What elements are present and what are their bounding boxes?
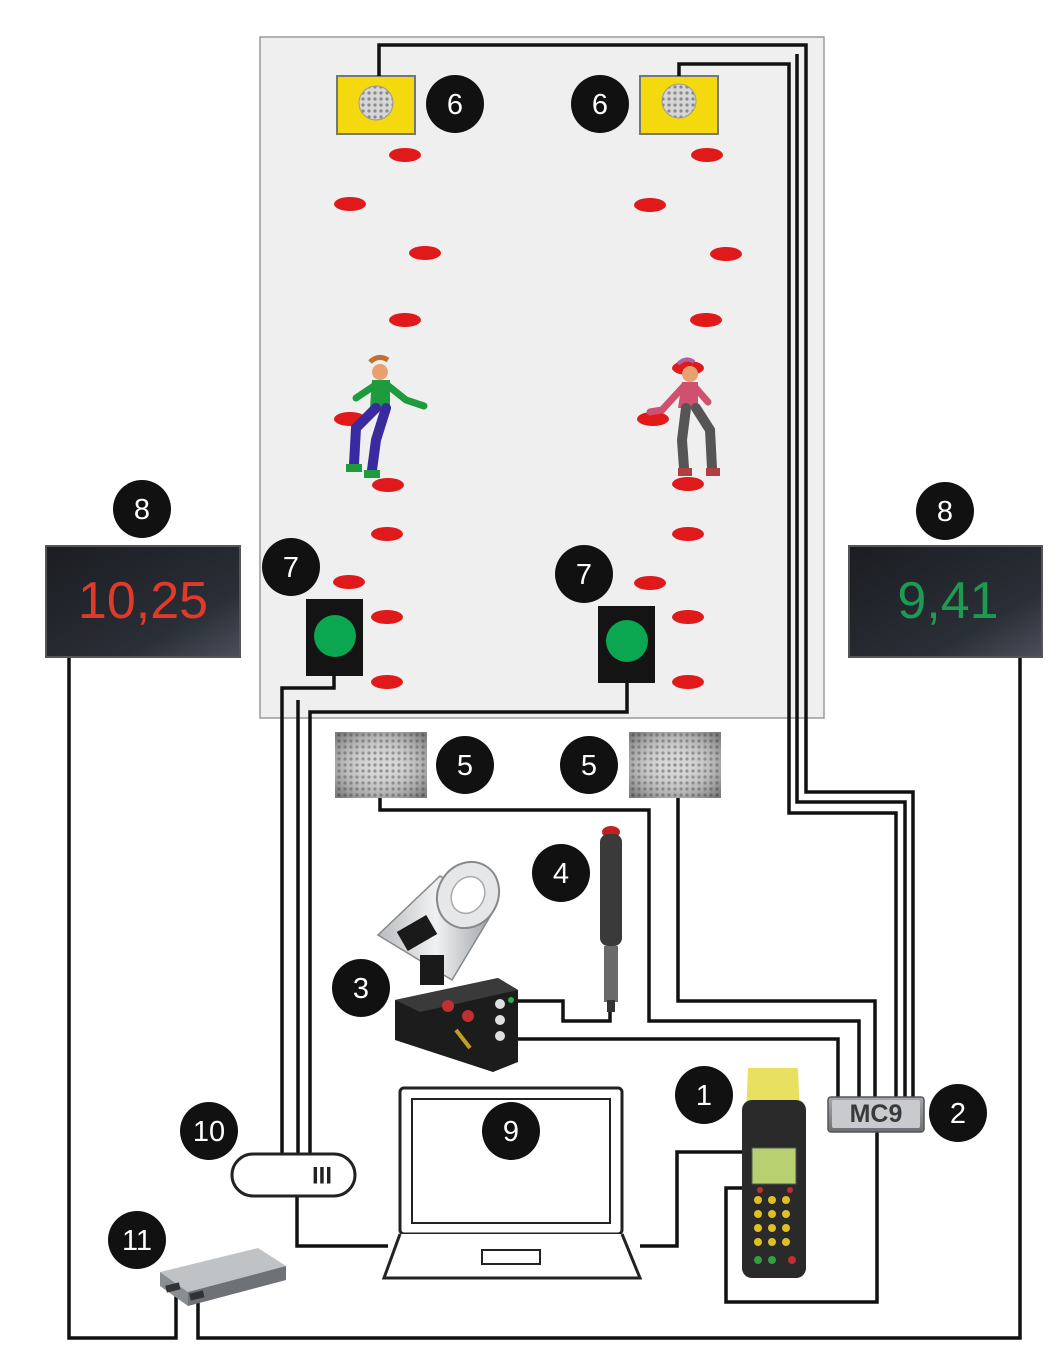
marker-disc-icon <box>371 675 403 689</box>
badge-9: 9 <box>482 1102 540 1160</box>
usb-adapter-icon: III <box>230 1152 357 1198</box>
svg-text:11: 11 <box>122 1225 152 1257</box>
converter-box-icon <box>160 1248 286 1306</box>
badge-6-left: 6 <box>426 75 484 133</box>
badge-7-left: 7 <box>262 538 320 596</box>
marker-disc-icon <box>691 148 723 162</box>
svg-text:1: 1 <box>696 1080 712 1112</box>
start-light-icon <box>306 599 363 676</box>
marker-disc-icon <box>710 247 742 261</box>
svg-text:9: 9 <box>503 1116 519 1148</box>
marker-disc-icon <box>371 527 403 541</box>
photocell-target-icon <box>336 75 416 135</box>
marker-disc-icon <box>634 198 666 212</box>
badge-8-left: 8 <box>113 480 171 538</box>
display-value-right: 9,41 <box>897 572 998 630</box>
printer-terminal-icon <box>742 1068 806 1278</box>
marker-disc-icon <box>389 148 421 162</box>
marker-disc-icon <box>637 412 669 426</box>
display-value-left: 10,25 <box>78 572 208 630</box>
cables <box>67 43 1022 1340</box>
scoreboard-display-left: 10,25 <box>45 545 241 658</box>
svg-text:6: 6 <box>447 89 463 121</box>
badge-4: 4 <box>532 844 590 902</box>
runner-icon <box>646 357 720 476</box>
scoreboard-display-right: 9,41 <box>848 545 1043 658</box>
svg-text:6: 6 <box>592 89 608 121</box>
badge-5-right: 5 <box>560 736 618 794</box>
badge-11: 11 <box>108 1211 166 1269</box>
svg-text:3: 3 <box>353 973 369 1005</box>
microphone-icon <box>600 826 622 1012</box>
marker-disc-icon <box>672 527 704 541</box>
marker-disc-icon <box>672 610 704 624</box>
badge-6-right: 6 <box>571 75 629 133</box>
pressure-mat-icon <box>629 732 721 798</box>
svg-text:5: 5 <box>581 750 597 782</box>
marker-disc-icon <box>372 478 404 492</box>
start-light-icon <box>598 606 655 683</box>
photocell-target-icon <box>639 75 719 135</box>
svg-text:8: 8 <box>134 494 150 526</box>
number-badges: 1 2 3 4 5 5 6 6 7 7 8 8 9 10 11 <box>108 75 987 1269</box>
mc9-box-icon: MC9 <box>827 1096 925 1133</box>
marker-disc-icon <box>389 313 421 327</box>
svg-text:8: 8 <box>937 496 953 528</box>
marker-disc-icon <box>634 576 666 590</box>
mc9-label: MC9 <box>850 1100 903 1128</box>
marker-disc-icon <box>333 575 365 589</box>
svg-text:2: 2 <box>950 1098 966 1130</box>
badge-3: 3 <box>332 959 390 1017</box>
badge-7-right: 7 <box>555 545 613 603</box>
marker-disc-icon <box>690 313 722 327</box>
svg-text:5: 5 <box>457 750 473 782</box>
badge-5-left: 5 <box>436 736 494 794</box>
marker-disc-icon <box>371 610 403 624</box>
plug-label: III <box>312 1163 332 1190</box>
timer-box-icon <box>395 978 518 1072</box>
badge-1: 1 <box>675 1066 733 1124</box>
pressure-mat-icon <box>335 732 427 798</box>
badge-10: 10 <box>180 1102 238 1160</box>
runner-icon <box>346 354 428 478</box>
marker-discs <box>333 148 742 689</box>
horn-speaker-icon <box>376 860 501 985</box>
svg-text:4: 4 <box>553 858 569 890</box>
badge-8-right: 8 <box>916 482 974 540</box>
svg-text:7: 7 <box>283 552 299 584</box>
svg-text:10: 10 <box>193 1116 225 1148</box>
marker-disc-icon <box>409 246 441 260</box>
marker-disc-icon <box>672 477 704 491</box>
marker-disc-icon <box>672 675 704 689</box>
svg-text:7: 7 <box>576 559 592 591</box>
marker-disc-icon <box>334 197 366 211</box>
badge-2: 2 <box>929 1084 987 1142</box>
